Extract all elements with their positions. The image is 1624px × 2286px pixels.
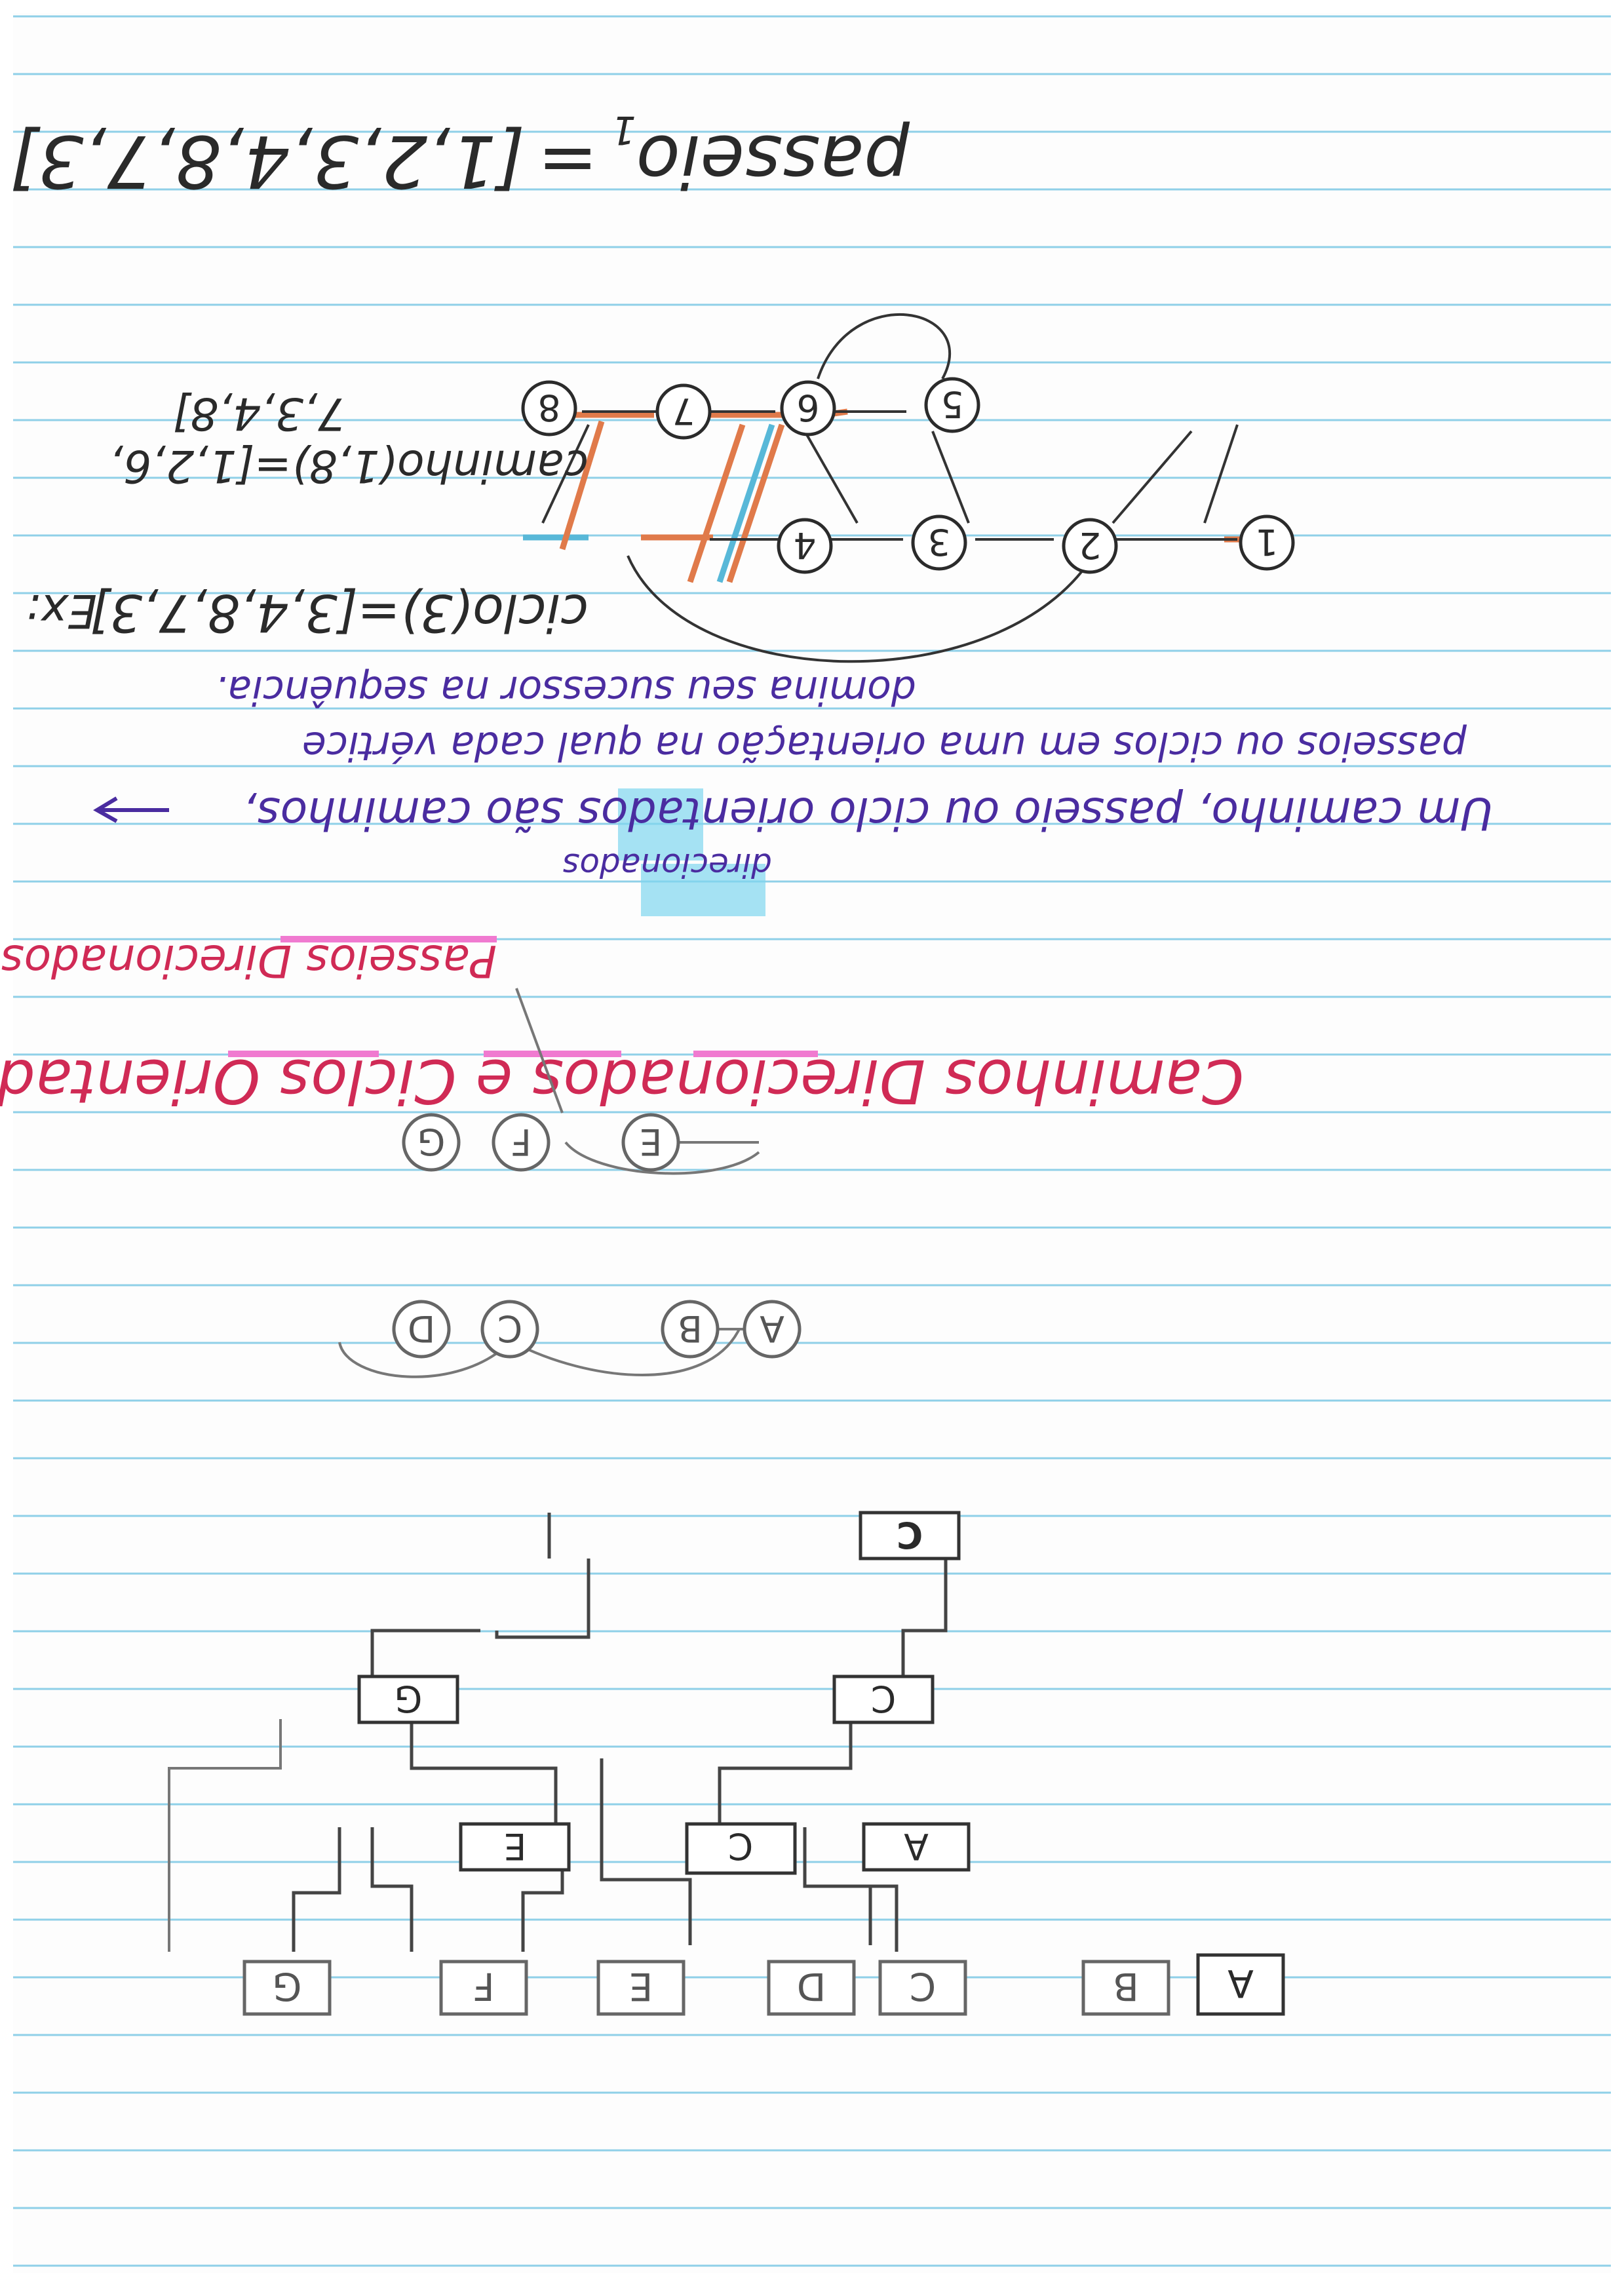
svg-text:G: G bbox=[417, 1121, 446, 1163]
svg-text:passeio1=[1,2,3,4,8,7,3]: passeio1 =[1,2,3,4,8,7,3] bbox=[10, 107, 910, 203]
node-6: 6 bbox=[780, 380, 836, 436]
svg-text:B: B bbox=[678, 1308, 703, 1349]
arrow-icon bbox=[93, 796, 169, 823]
node-8: 8 bbox=[521, 380, 577, 436]
svg-text:7: 7 bbox=[672, 390, 695, 432]
svg-text:G: G bbox=[273, 1964, 302, 2009]
svg-text:8: 8 bbox=[538, 387, 561, 429]
example-graph-2: A B C D E F G bbox=[338, 988, 802, 1378]
walk-line: passeio1 =[1,2,3,4,8,7,3] bbox=[10, 107, 910, 203]
svg-text:C: C bbox=[728, 1825, 753, 1867]
svg-text:F: F bbox=[511, 1121, 532, 1163]
tree-level-2: A C E bbox=[459, 1822, 971, 1875]
svg-text:6: 6 bbox=[797, 387, 820, 429]
svg-text:A: A bbox=[760, 1308, 784, 1349]
node-2: 2 bbox=[1062, 518, 1118, 574]
walk-subscript: 1 bbox=[611, 107, 636, 153]
node-c: C bbox=[480, 1300, 539, 1359]
node-1: 1 bbox=[1239, 514, 1295, 571]
example-graph-1: 1 2 3 4 5 6 7 8 bbox=[521, 313, 1295, 663]
svg-text:2: 2 bbox=[1079, 524, 1102, 566]
node-b: B bbox=[661, 1300, 720, 1359]
cycle-text: ciclo(3)=[3,4,8,7,3] bbox=[90, 583, 589, 642]
graph-edges bbox=[541, 313, 1239, 663]
svg-text:A: A bbox=[1228, 1961, 1254, 2005]
example-text: Ex: ciclo(3)=[3,4,8,7,3] caminho(1,8)=[1… bbox=[26, 387, 589, 642]
graph-1-nodes: 1 2 3 4 5 6 7 8 bbox=[521, 377, 1295, 574]
svg-text:F: F bbox=[473, 1964, 494, 2009]
tree-connectors bbox=[168, 1513, 948, 1952]
node-e: E bbox=[621, 1113, 680, 1172]
svg-text:C: C bbox=[497, 1308, 522, 1349]
node-f: F bbox=[492, 1113, 551, 1172]
graph-2-nodes: A B C D E F G bbox=[392, 1113, 802, 1359]
headings: Passeios Direcionados Caminhos Direciona… bbox=[0, 935, 1244, 1116]
svg-text:E: E bbox=[629, 1964, 653, 2009]
main-heading: Caminhos Direcionados e Ciclos Orientado… bbox=[0, 1046, 1244, 1116]
highlight-strokes bbox=[523, 408, 1270, 583]
node-3: 3 bbox=[911, 514, 967, 571]
svg-text:E: E bbox=[504, 1825, 527, 1867]
definition-line-1: Um caminho, passeio ou ciclo orientados … bbox=[243, 787, 1493, 839]
search-tree: C C G A C E A B C bbox=[168, 1511, 1285, 2016]
svg-text:C: C bbox=[910, 1964, 937, 2009]
node-g: G bbox=[402, 1113, 461, 1172]
svg-text:5: 5 bbox=[941, 383, 964, 425]
walk-label: passeio bbox=[636, 119, 910, 203]
definition: Um caminho, passeio ou ciclo orientados … bbox=[93, 667, 1493, 916]
tree-root: C bbox=[859, 1511, 961, 1560]
svg-text:B: B bbox=[1113, 1964, 1139, 2009]
svg-text:3: 3 bbox=[928, 521, 951, 563]
node-4: 4 bbox=[777, 518, 833, 574]
svg-text:E: E bbox=[640, 1121, 663, 1163]
path-text-line-1: caminho(1,8)=[1,2,6, bbox=[109, 440, 589, 492]
definition-line-3: domina seu sucessor na sequência. bbox=[215, 667, 916, 713]
svg-text:4: 4 bbox=[794, 524, 817, 566]
tree-level-1: C G bbox=[357, 1675, 935, 1724]
definition-note: direcionados bbox=[562, 846, 772, 884]
definition-line-2: passeios ou ciclos em uma orientação na … bbox=[302, 723, 1467, 769]
svg-text:C: C bbox=[897, 1514, 923, 1556]
node-a: A bbox=[743, 1300, 802, 1359]
tree-leaves: A B C D E F G bbox=[242, 1953, 1285, 2016]
node-7: 7 bbox=[655, 383, 712, 440]
walk-equals: = bbox=[537, 119, 598, 203]
example-label: Ex: bbox=[26, 584, 97, 638]
svg-text:C: C bbox=[871, 1678, 896, 1720]
node-5: 5 bbox=[924, 377, 980, 433]
walk-sequence: [1,2,3,4,8,7,3] bbox=[10, 119, 525, 203]
svg-text:D: D bbox=[408, 1308, 435, 1349]
sub-heading: Passeios Direcionados bbox=[1, 935, 497, 986]
path-text-line-2: 7,3,4,8] bbox=[173, 387, 346, 439]
node-d: D bbox=[392, 1300, 451, 1359]
svg-text:D: D bbox=[797, 1964, 826, 2009]
svg-text:A: A bbox=[904, 1825, 929, 1867]
svg-text:G: G bbox=[395, 1678, 423, 1720]
svg-text:1: 1 bbox=[1256, 521, 1279, 563]
